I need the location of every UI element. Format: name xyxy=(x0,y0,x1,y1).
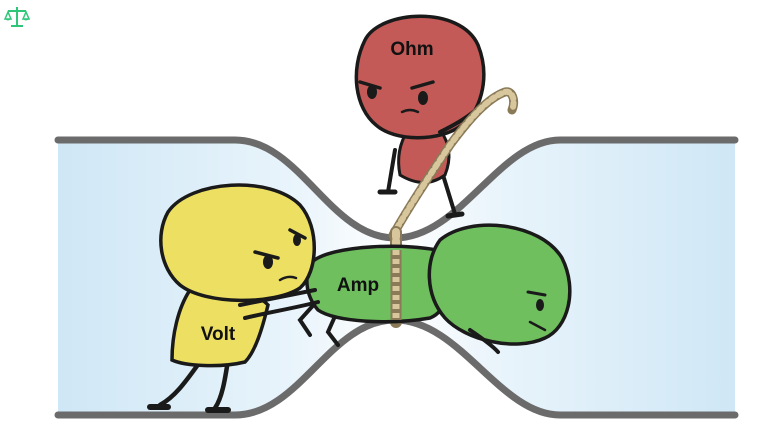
volt-character: Volt xyxy=(147,183,320,413)
scales-icon xyxy=(3,4,31,30)
ohm-label: Ohm xyxy=(390,39,433,60)
volt-label: Volt xyxy=(201,324,236,345)
amp-label: Amp xyxy=(337,275,379,296)
